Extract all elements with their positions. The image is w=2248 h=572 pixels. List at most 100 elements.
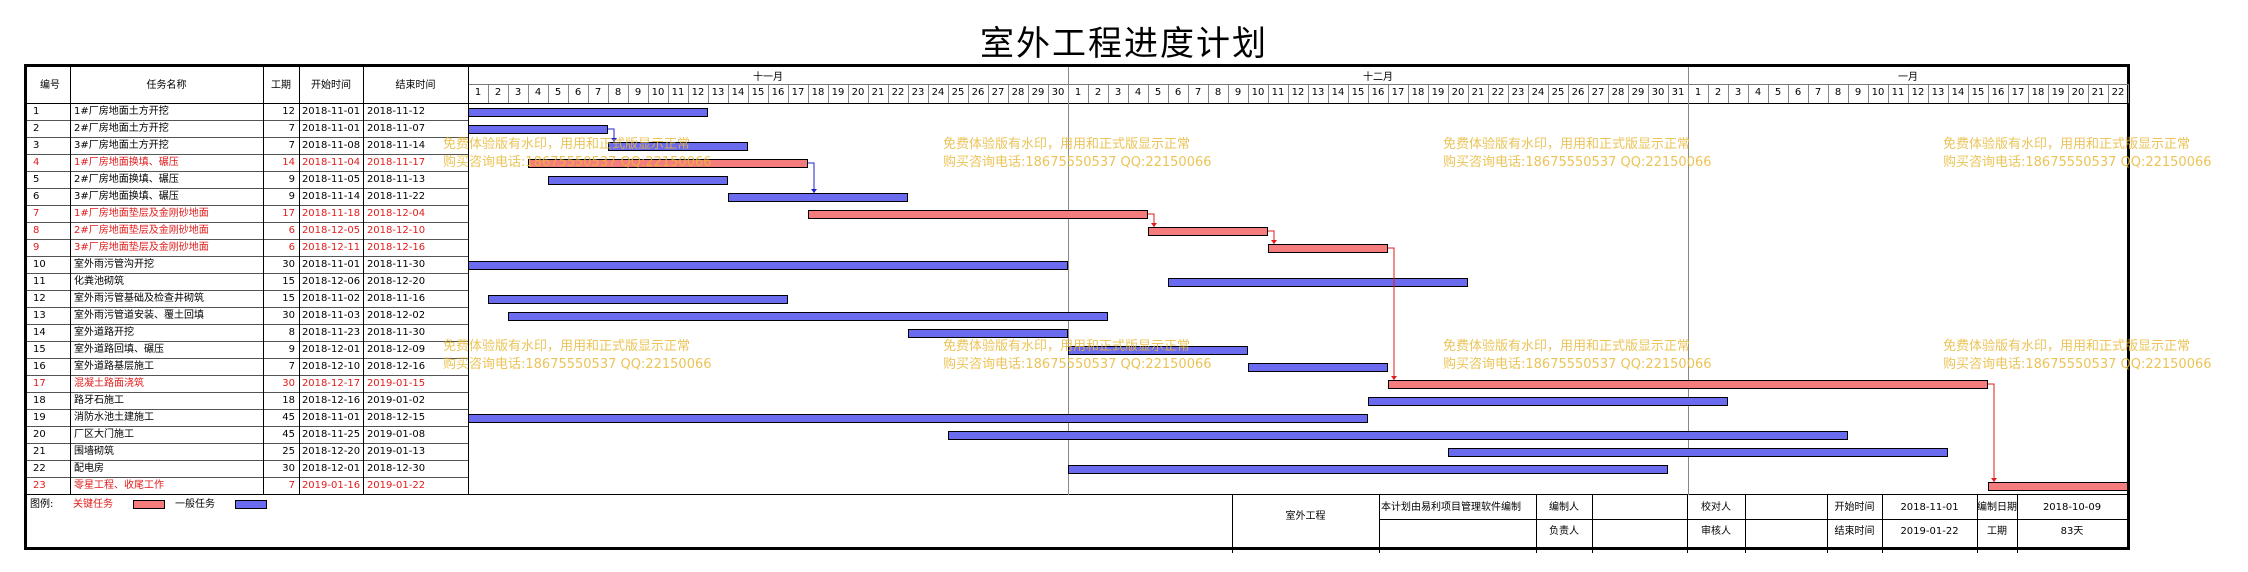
task-id: 10	[33, 259, 46, 270]
row-line	[27, 477, 468, 478]
month-line	[468, 84, 2129, 85]
day-label: 4	[534, 87, 542, 98]
task-bar[interactable]	[488, 295, 788, 304]
task-duration: 7	[288, 480, 295, 491]
day-divider	[2068, 85, 2069, 103]
day-divider	[808, 85, 809, 103]
critical-task-bar[interactable]	[808, 210, 1148, 219]
footer-start-value: 2018-11-01	[1900, 502, 1959, 513]
task-bar[interactable]	[1368, 397, 1728, 406]
footer-software: 本计划由易利项目管理软件编制	[1381, 502, 1521, 513]
task-bar[interactable]	[468, 108, 708, 117]
row-line	[27, 443, 468, 444]
day-divider	[1668, 85, 1669, 103]
footer-end-value: 2019-01-22	[1900, 526, 1959, 537]
table-bottom-line	[27, 494, 2127, 495]
day-divider	[568, 85, 569, 103]
legend-critical-swatch	[133, 500, 165, 509]
day-label: 30	[1651, 87, 1665, 98]
task-bar[interactable]	[468, 261, 1068, 270]
task-start: 2018-11-01	[301, 412, 361, 423]
task-start: 2018-12-10	[301, 361, 361, 372]
day-divider	[1428, 85, 1429, 103]
task-duration: 9	[288, 174, 295, 185]
task-bar[interactable]	[948, 431, 1848, 440]
task-duration: 30	[282, 310, 295, 321]
task-end: 2018-12-02	[366, 310, 426, 321]
task-id: 7	[33, 208, 40, 219]
task-bar[interactable]	[608, 142, 748, 151]
task-bar[interactable]	[728, 193, 908, 202]
task-bar[interactable]	[508, 312, 1108, 321]
footer-divider	[1232, 495, 1233, 553]
day-divider	[2028, 85, 2029, 103]
watermark-line: 免费体验版有水印，用用和正式版显示正常	[1443, 137, 1691, 152]
day-label: 3	[1734, 87, 1742, 98]
task-bar[interactable]	[468, 125, 608, 134]
day-label: 17	[791, 87, 805, 98]
day-label: 9	[1234, 87, 1242, 98]
critical-task-bar[interactable]	[528, 159, 808, 168]
day-label: 12	[1291, 87, 1305, 98]
day-label: 7	[1814, 87, 1822, 98]
day-label: 23	[1511, 87, 1525, 98]
day-divider	[788, 85, 789, 103]
header-id: 编号	[40, 80, 60, 91]
day-divider	[1848, 85, 1849, 103]
day-divider	[588, 85, 589, 103]
day-label: 27	[1591, 87, 1605, 98]
day-label: 21	[871, 87, 885, 98]
watermark: 免费体验版有水印，用用和正式版显示正常购买咨询电话:18675550537 QQ…	[1443, 338, 1712, 374]
task-name: 3#厂房地面垫层及金刚砂地面	[74, 242, 209, 253]
task-bar[interactable]	[1448, 448, 1948, 457]
row-line	[27, 205, 468, 206]
day-divider	[1168, 85, 1169, 103]
task-end: 2018-12-15	[366, 412, 426, 423]
task-bar[interactable]	[548, 176, 728, 185]
task-end: 2019-01-02	[366, 395, 426, 406]
day-divider	[1888, 85, 1889, 103]
row-line	[27, 290, 468, 291]
task-end: 2018-12-10	[366, 225, 426, 236]
task-bar[interactable]	[1068, 346, 1248, 355]
task-name: 配电房	[74, 463, 104, 474]
row-line	[27, 188, 468, 189]
day-label: 23	[911, 87, 925, 98]
day-label: 13	[1311, 87, 1325, 98]
critical-task-bar[interactable]	[1148, 227, 1268, 236]
critical-task-bar[interactable]	[1268, 244, 1388, 253]
task-start: 2018-12-01	[301, 463, 361, 474]
footer-divider	[2017, 495, 2018, 553]
day-divider	[1628, 85, 1629, 103]
day-label: 29	[1631, 87, 1645, 98]
day-divider	[1908, 85, 1909, 103]
day-divider	[708, 85, 709, 103]
task-bar[interactable]	[1168, 278, 1468, 287]
day-label: 24	[931, 87, 945, 98]
task-bar[interactable]	[1068, 465, 1668, 474]
critical-task-bar[interactable]	[1388, 380, 1988, 389]
day-label: 29	[1031, 87, 1045, 98]
day-label: 11	[1271, 87, 1285, 98]
day-divider	[828, 85, 829, 103]
day-divider	[1548, 85, 1549, 103]
task-name: 围墙砌筑	[74, 446, 114, 457]
task-bar[interactable]	[468, 414, 1368, 423]
task-bar[interactable]	[908, 329, 1068, 338]
task-start: 2018-12-16	[301, 395, 361, 406]
day-divider	[1588, 85, 1589, 103]
day-label: 10	[1871, 87, 1885, 98]
header-end: 结束时间	[395, 80, 436, 91]
task-name: 3#厂房地面土方开挖	[74, 140, 169, 151]
header-start: 开始时间	[311, 80, 351, 91]
footer-end-label: 结束时间	[1834, 526, 1875, 537]
task-bar[interactable]	[1248, 363, 1388, 372]
task-end: 2018-11-30	[366, 259, 426, 270]
watermark: 免费体验版有水印，用用和正式版显示正常购买咨询电话:18675550537 QQ…	[943, 136, 1212, 172]
critical-task-bar[interactable]	[1988, 482, 2128, 491]
task-id: 23	[33, 480, 46, 491]
task-name: 消防水池土建施工	[74, 412, 154, 423]
day-divider	[1308, 85, 1309, 103]
task-id: 14	[33, 327, 46, 338]
footer-mid-line	[1379, 519, 2127, 520]
